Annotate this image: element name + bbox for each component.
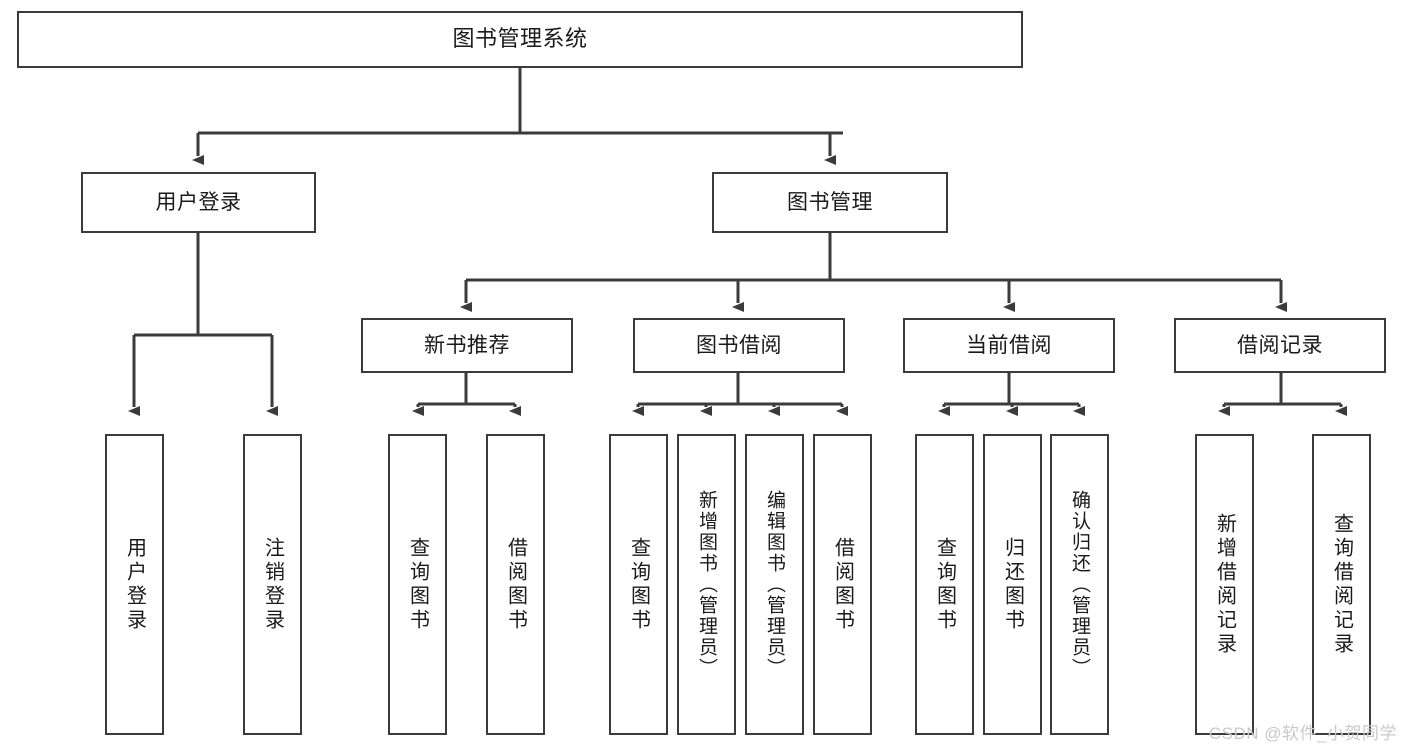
leaf-query-borrow-record[interactable]: 查询借阅记录 [1312, 434, 1371, 735]
node-borrow-record[interactable]: 借阅记录 [1174, 318, 1386, 373]
leaf-logout-label: 注销登录 [261, 536, 284, 633]
leaf-add-book-admin-label: 新增图书（管理员） [696, 490, 717, 679]
node-root-label: 图书管理系统 [452, 26, 588, 52]
leaf-confirm-return-admin-label: 确认归还（管理员） [1069, 490, 1090, 679]
leaf-user-login[interactable]: 用户登录 [105, 434, 164, 735]
watermark-text: CSDN @软件_小贺同学 [1208, 724, 1397, 743]
leaf-borrow-book-1-label: 借阅图书 [504, 536, 527, 633]
node-book-manage-label: 图书管理 [787, 190, 873, 214]
node-book-borrow[interactable]: 图书借阅 [633, 318, 845, 373]
leaf-borrow-book-1[interactable]: 借阅图书 [486, 434, 545, 735]
node-root[interactable]: 图书管理系统 [17, 11, 1023, 68]
leaf-confirm-return-admin[interactable]: 确认归还（管理员） [1050, 434, 1109, 735]
leaf-return-book-label: 归还图书 [1001, 536, 1024, 633]
node-book-manage[interactable]: 图书管理 [712, 172, 948, 233]
leaf-return-book[interactable]: 归还图书 [983, 434, 1042, 735]
node-current-borrow-label: 当前借阅 [966, 333, 1052, 357]
leaf-edit-book-admin[interactable]: 编辑图书（管理员） [745, 434, 804, 735]
leaf-query-book-2-label: 查询图书 [627, 536, 650, 633]
leaf-add-borrow-record[interactable]: 新增借阅记录 [1195, 434, 1254, 735]
leaf-query-book-1[interactable]: 查询图书 [388, 434, 447, 735]
node-book-borrow-label: 图书借阅 [696, 333, 782, 357]
leaf-borrow-book-2-label: 借阅图书 [831, 536, 854, 633]
node-user-login[interactable]: 用户登录 [81, 172, 316, 233]
leaf-query-book-2[interactable]: 查询图书 [609, 434, 668, 735]
leaf-add-borrow-record-label: 新增借阅记录 [1213, 512, 1236, 657]
node-borrow-record-label: 借阅记录 [1237, 333, 1323, 357]
leaf-query-book-3-label: 查询图书 [933, 536, 956, 633]
leaf-add-book-admin[interactable]: 新增图书（管理员） [677, 434, 736, 735]
leaf-logout[interactable]: 注销登录 [243, 434, 302, 735]
node-user-login-label: 用户登录 [155, 190, 242, 214]
leaf-edit-book-admin-label: 编辑图书（管理员） [764, 490, 785, 679]
node-new-book-rec[interactable]: 新书推荐 [361, 318, 573, 373]
node-current-borrow[interactable]: 当前借阅 [903, 318, 1115, 373]
leaf-user-login-label: 用户登录 [123, 536, 146, 633]
leaf-query-book-1-label: 查询图书 [406, 536, 429, 633]
node-new-book-rec-label: 新书推荐 [424, 333, 510, 357]
leaf-borrow-book-2[interactable]: 借阅图书 [813, 434, 872, 735]
leaf-query-borrow-record-label: 查询借阅记录 [1330, 512, 1353, 657]
leaf-query-book-3[interactable]: 查询图书 [915, 434, 974, 735]
